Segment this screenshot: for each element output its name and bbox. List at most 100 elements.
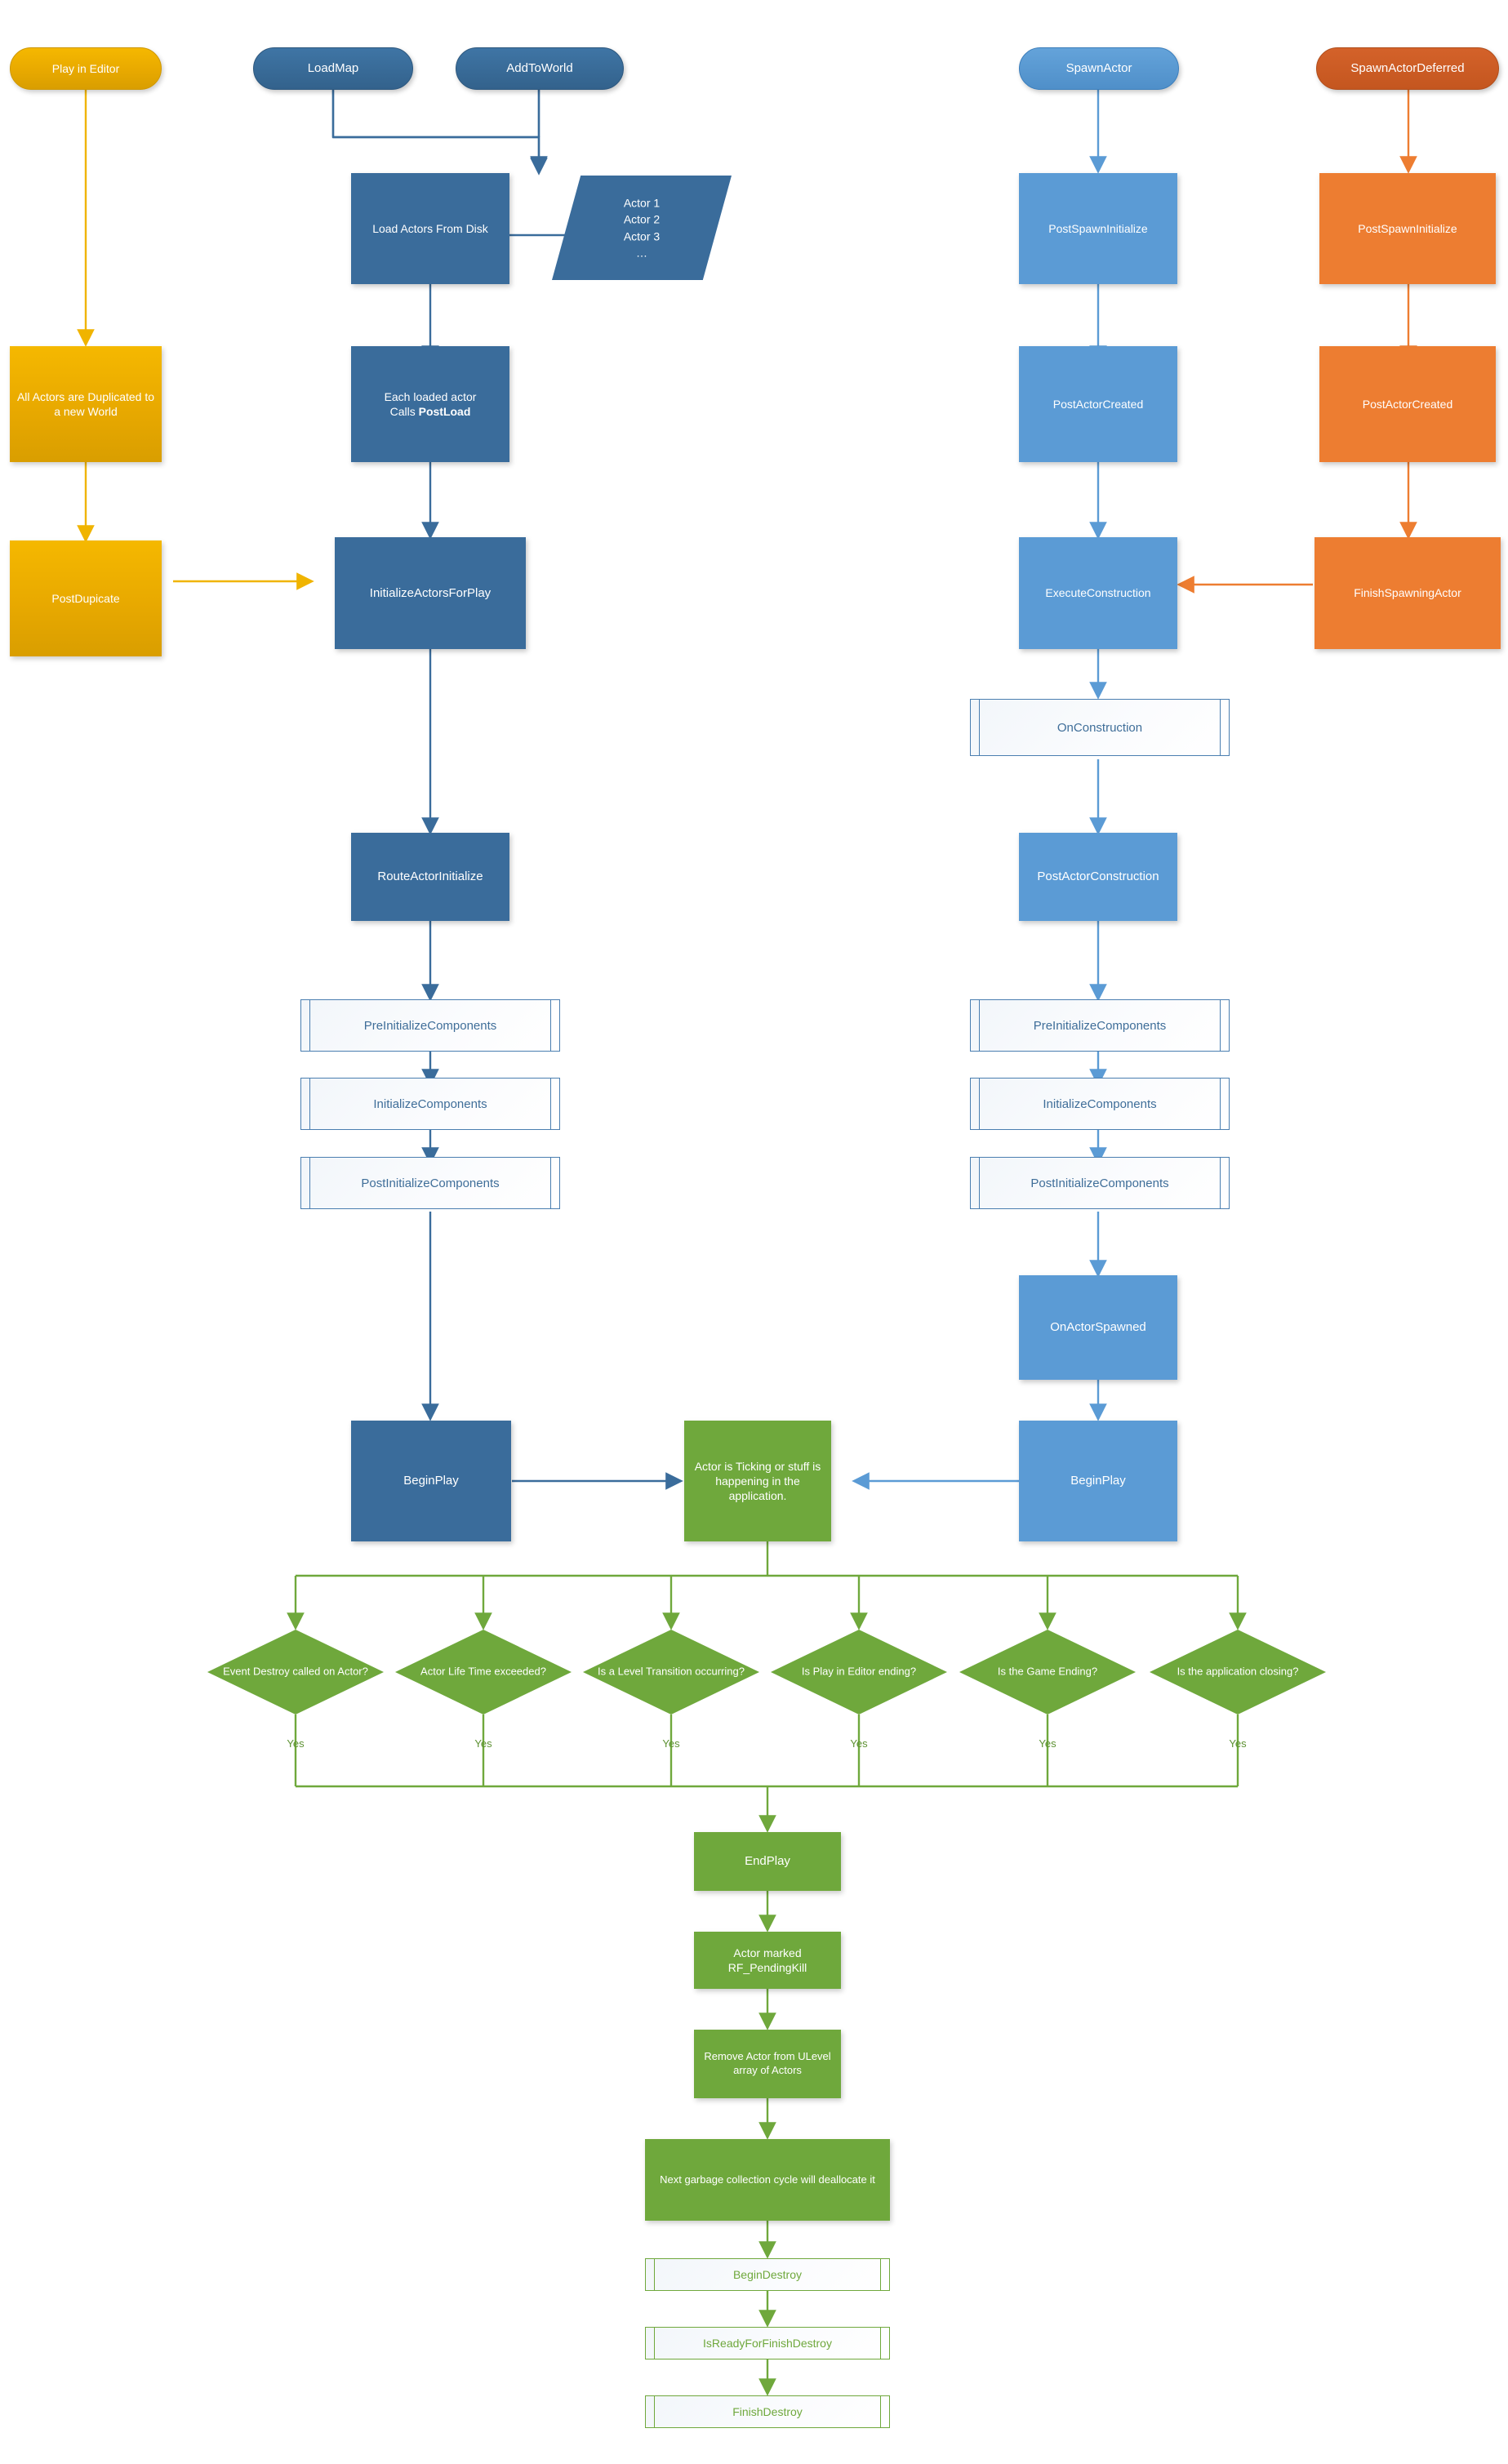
node-play-in-editor[interactable]: Play in Editor [10,47,162,90]
subprocess-right-bar [550,1157,551,1209]
node-label: InitializeComponents [1043,1096,1157,1111]
node-actor-marked-pendingkill[interactable]: Actor marked RF_PendingKill [694,1932,841,1989]
decision-label: Is the Game Ending? [997,1665,1098,1678]
node-label: PostInitializeComponents [1030,1176,1169,1190]
node-actor-is-ticking[interactable]: Actor is Ticking or stuff is happening i… [684,1421,831,1541]
node-post-actor-construction[interactable]: PostActorConstruction [1019,833,1177,921]
yes-label-event-destroy: Yes [287,1737,305,1750]
node-initialize-actors-for-play[interactable]: InitializeActorsForPlay [335,537,526,649]
actor-list-line: Actor 2 [623,212,661,226]
node-begin-destroy[interactable]: BeginDestroy [645,2258,890,2291]
node-initialize-components-left[interactable]: InitializeComponents [300,1078,560,1130]
node-spawn-actor-deferred[interactable]: SpawnActorDeferred [1316,47,1499,90]
node-is-ready-for-finish-destroy[interactable]: IsReadyForFinishDestroy [645,2327,890,2359]
node-end-play[interactable]: EndPlay [694,1832,841,1891]
node-post-duplicate[interactable]: PostDupicate [10,540,162,656]
subprocess-right-bar [1220,1078,1221,1130]
node-label: PostActorCreated [1362,397,1453,411]
yes-label-life-time: Yes [474,1737,492,1750]
node-pre-initialize-components-right[interactable]: PreInitializeComponents [970,999,1230,1052]
node-label: InitializeComponents [373,1096,487,1111]
node-post-initialize-components-right[interactable]: PostInitializeComponents [970,1157,1230,1209]
decision-application-closing[interactable]: Is the application closing? [1150,1630,1326,1715]
node-label: PostActorCreated [1052,397,1144,411]
subprocess-left-bar [654,2395,655,2428]
subprocess-left-bar [979,699,980,756]
decision-event-destroy-called[interactable]: Event Destroy called on Actor? [207,1630,384,1715]
node-route-actor-initialize[interactable]: RouteActorInitialize [351,833,509,921]
decision-actor-life-time-exceeded[interactable]: Actor Life Time exceeded? [395,1630,572,1715]
node-post-spawn-initialize-spawn[interactable]: PostSpawnInitialize [1019,173,1177,284]
node-add-to-world[interactable]: AddToWorld [456,47,624,90]
node-load-map[interactable]: LoadMap [253,47,413,90]
node-actor-list[interactable]: Actor 1 Actor 2 Actor 3 … [552,176,732,280]
node-label: BeginPlay [1070,1474,1126,1488]
decision-level-transition-occurring[interactable]: Is a Level Transition occurring? [583,1630,759,1715]
node-on-actor-spawned[interactable]: OnActorSpawned [1019,1275,1177,1380]
node-post-spawn-initialize-deferred[interactable]: PostSpawnInitialize [1319,173,1496,284]
node-label: OnActorSpawned [1050,1320,1146,1335]
decision-game-ending[interactable]: Is the Game Ending? [959,1630,1136,1715]
node-label: OnConstruction [1056,720,1143,735]
node-initialize-components-right[interactable]: InitializeComponents [970,1078,1230,1130]
subprocess-left-bar [309,1078,310,1130]
node-load-actors-from-disk[interactable]: Load Actors From Disk [351,173,509,284]
node-label: AddToWorld [506,61,573,76]
decision-label: Actor Life Time exceeded? [420,1665,546,1678]
node-next-gc-cycle[interactable]: Next garbage collection cycle will deall… [645,2139,890,2221]
node-pre-initialize-components-left[interactable]: PreInitializeComponents [300,999,560,1052]
node-post-actor-created-spawn[interactable]: PostActorCreated [1019,346,1177,462]
node-finish-spawning-actor[interactable]: FinishSpawningActor [1314,537,1501,649]
node-each-loaded-actor-postload[interactable]: Each loaded actor Calls PostLoad [351,346,509,462]
subprocess-right-bar [550,1078,551,1130]
node-begin-play-right[interactable]: BeginPlay [1019,1421,1177,1541]
subprocess-right-bar [550,999,551,1052]
subprocess-right-bar [1220,1157,1221,1209]
actor-list-line: Actor 3 [623,229,661,242]
node-label: BeginPlay [403,1474,459,1488]
node-label: InitializeActorsForPlay [369,585,492,600]
subprocess-right-bar [1220,699,1221,756]
node-label: Next garbage collection cycle will deall… [660,2173,875,2186]
node-post-actor-created-deferred[interactable]: PostActorCreated [1319,346,1496,462]
subprocess-left-bar [654,2327,655,2359]
yes-label-app-closing: Yes [1229,1737,1247,1750]
subprocess-right-bar [880,2258,881,2291]
node-label: Load Actors From Disk [372,221,488,235]
node-label: PostDupicate [51,591,120,605]
node-label: PreInitializeComponents [363,1018,497,1033]
subprocess-right-bar [1220,999,1221,1052]
parallelogram-shape [552,176,732,280]
node-post-initialize-components-left[interactable]: PostInitializeComponents [300,1157,560,1209]
node-label: Actor is Ticking or stuff is happening i… [694,1459,821,1503]
yes-label-game-ending: Yes [1039,1737,1056,1750]
decision-play-in-editor-ending[interactable]: Is Play in Editor ending? [771,1630,947,1715]
node-label: SpawnActor [1065,61,1132,76]
node-label: SpawnActorDeferred [1350,61,1465,76]
node-remove-actor-from-ulevel[interactable]: Remove Actor from ULevel array of Actors [694,2030,841,2098]
calls-text: Calls [389,405,419,418]
node-all-actors-duplicated[interactable]: All Actors are Duplicated to a new World [10,346,162,462]
node-begin-play-left[interactable]: BeginPlay [351,1421,511,1541]
subprocess-left-bar [979,1078,980,1130]
yes-label-pie-ending: Yes [850,1737,868,1750]
node-label: PostSpawnInitialize [1048,221,1148,235]
node-label: PostSpawnInitialize [1358,221,1457,235]
actor-list-line: Actor 1 [623,196,661,210]
node-label-line2: Calls PostLoad [390,404,471,419]
node-spawn-actor[interactable]: SpawnActor [1019,47,1179,90]
node-execute-construction[interactable]: ExecuteConstruction [1019,537,1177,649]
node-label: IsReadyForFinishDestroy [703,2337,832,2350]
node-label: Actor marked RF_PendingKill [727,1946,807,1974]
subprocess-right-bar [880,2395,881,2428]
node-label: FinishDestroy [732,2405,803,2418]
decision-label: Is the application closing? [1177,1665,1299,1678]
node-on-construction[interactable]: OnConstruction [970,699,1230,756]
actor-list-text: Actor 1 Actor 2 Actor 3 … [552,194,732,260]
node-label: ExecuteConstruction [1045,586,1151,600]
node-label-line1: Each loaded actor [384,389,477,403]
node-finish-destroy[interactable]: FinishDestroy [645,2395,890,2428]
postload-bold: PostLoad [418,405,471,418]
node-label: Play in Editor [51,61,120,75]
